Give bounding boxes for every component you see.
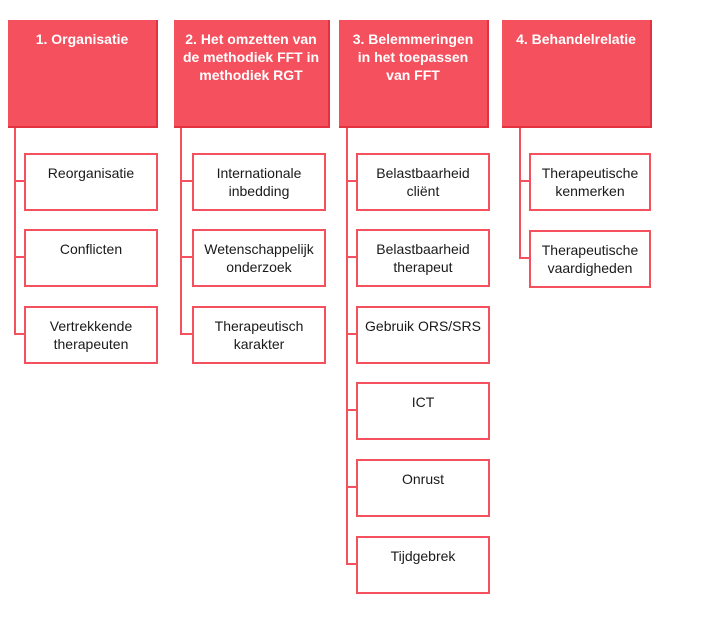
column-1-connector [14,128,16,334]
column-3-item: Onrust [356,459,490,517]
column-3-connector [346,128,348,565]
column-3-branch [346,333,358,335]
column-2-item: Wetenschappelijk onderzoek [192,229,326,287]
column-4-header: 4. Behandelrelatie [502,20,652,128]
column-2-branch [180,333,194,335]
column-3-branch [346,563,358,565]
column-3-item: Tijdgebrek [356,536,490,594]
column-1-branch [14,333,26,335]
column-1-item: Reorganisatie [24,153,158,211]
column-3-header: 3. Belemmeringen in het toepassen van FF… [339,20,489,128]
column-4-branch [519,257,531,259]
column-3-item: Belastbaarheid therapeut [356,229,490,287]
column-3-item: Gebruik ORS/SRS [356,306,490,364]
column-1-item: Vertrekkende therapeuten [24,306,158,364]
column-4-branch [519,180,531,182]
column-3-item: ICT [356,382,490,440]
column-2-connector [180,128,182,334]
column-2-header: 2. Het omzetten van de methodiek FFT in … [174,20,330,128]
column-3-branch [346,409,358,411]
column-4-item: Therapeutische vaardigheden [529,230,651,288]
column-3-branch [346,486,358,488]
column-3-branch [346,256,358,258]
column-2-item: Therapeutisch karakter [192,306,326,364]
column-1-branch [14,256,26,258]
column-1-header: 1. Organisatie [8,20,158,128]
column-2-branch [180,256,194,258]
column-4-connector [519,128,521,259]
column-1-item: Conflicten [24,229,158,287]
column-3-branch [346,180,358,182]
column-2-item: Internationale inbedding [192,153,326,211]
column-2-branch [180,180,194,182]
column-1-branch [14,180,26,182]
column-4-item: Therapeutische kenmerken [529,153,651,211]
column-3-item: Belastbaarheid cliënt [356,153,490,211]
